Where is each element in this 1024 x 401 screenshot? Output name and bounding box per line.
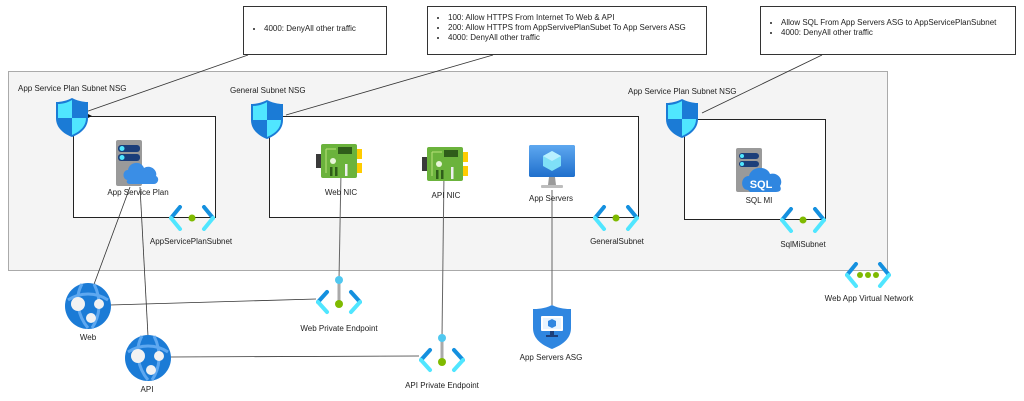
nsg-shield-icon bbox=[666, 99, 698, 138]
webnic-to-pe bbox=[338, 171, 342, 281]
rule-item: 4000: DenyAll other traffic bbox=[264, 24, 386, 34]
api-to-asp bbox=[139, 186, 149, 337]
nsg-rules-note-sqlmi: Allow SQL From App Servers ASG to AppSer… bbox=[760, 6, 1016, 55]
subnet-icon bbox=[593, 205, 639, 231]
nsg-shield-icon bbox=[56, 98, 88, 137]
web-app-label: Web bbox=[79, 333, 97, 342]
sqlmi-nsg-label: App Service Plan Subnet NSG bbox=[628, 87, 737, 96]
api-to-pe bbox=[169, 355, 420, 358]
web-app-icon bbox=[65, 283, 111, 329]
app-servers-label: App Servers bbox=[528, 194, 574, 203]
sql-icon-text: SQL bbox=[750, 179, 773, 191]
app-service-plan-label: App Service Plan bbox=[107, 188, 169, 197]
api-app-label: API bbox=[140, 385, 154, 394]
nsg-rules-note-asp: 4000: DenyAll other traffic bbox=[243, 6, 387, 55]
virtual-machine-icon bbox=[529, 145, 575, 188]
sql-managed-instance-icon: SQL bbox=[736, 148, 782, 192]
web-to-pe bbox=[109, 298, 317, 306]
rule-item: Allow SQL From App Servers ASG to AppSer… bbox=[781, 18, 1015, 28]
asp-nsg-label: App Service Plan Subnet NSG bbox=[18, 84, 127, 93]
app-service-plan-subnet-label: AppServicePlanSubnet bbox=[149, 237, 233, 246]
apinic-to-pe bbox=[441, 171, 445, 339]
note-connector bbox=[73, 54, 249, 117]
web-to-asp bbox=[92, 186, 131, 288]
app-servers-asg-label: App Servers ASG bbox=[519, 353, 583, 362]
rule-item: 4000: DenyAll other traffic bbox=[448, 33, 706, 43]
general-nsg-label: General Subnet NSG bbox=[230, 86, 306, 95]
rule-item: 100: Allow HTTPS From Internet To Web & … bbox=[448, 13, 706, 23]
app-service-plan-icon bbox=[116, 140, 159, 186]
api-nic-label: API NIC bbox=[431, 191, 461, 200]
note-connector bbox=[285, 54, 494, 116]
api-app-icon bbox=[125, 335, 171, 381]
virtual-network-icon bbox=[845, 262, 891, 288]
api-private-endpoint-label: API Private Endpoint bbox=[405, 381, 479, 390]
sqlmi-subnet-label: SqlMiSubnet bbox=[780, 240, 826, 249]
subnet-icon bbox=[169, 205, 215, 231]
rule-item: 200: Allow HTTPS from AppServivePlanSube… bbox=[448, 23, 706, 33]
virtual-network-label: Web App Virtual Network bbox=[824, 294, 914, 303]
subnet-icon bbox=[780, 207, 826, 233]
note-connector bbox=[701, 54, 823, 114]
general-subnet-label: GeneralSubnet bbox=[590, 237, 644, 246]
web-nic-icon bbox=[316, 144, 362, 178]
sql-mi-label: SQL MI bbox=[745, 196, 773, 205]
rule-item: 4000: DenyAll other traffic bbox=[781, 28, 1015, 38]
nsg-shield-icon bbox=[251, 100, 283, 139]
web-nic-label: Web NIC bbox=[324, 188, 358, 197]
api-private-endpoint-icon bbox=[419, 334, 465, 372]
web-private-endpoint-icon bbox=[316, 276, 362, 314]
app-service-plan-subnet bbox=[73, 116, 216, 218]
nsg-rules-note-general: 100: Allow HTTPS From Internet To Web & … bbox=[427, 6, 707, 55]
web-private-endpoint-label: Web Private Endpoint bbox=[300, 324, 378, 333]
api-nic-icon bbox=[422, 147, 468, 181]
application-security-group-icon bbox=[533, 305, 571, 349]
